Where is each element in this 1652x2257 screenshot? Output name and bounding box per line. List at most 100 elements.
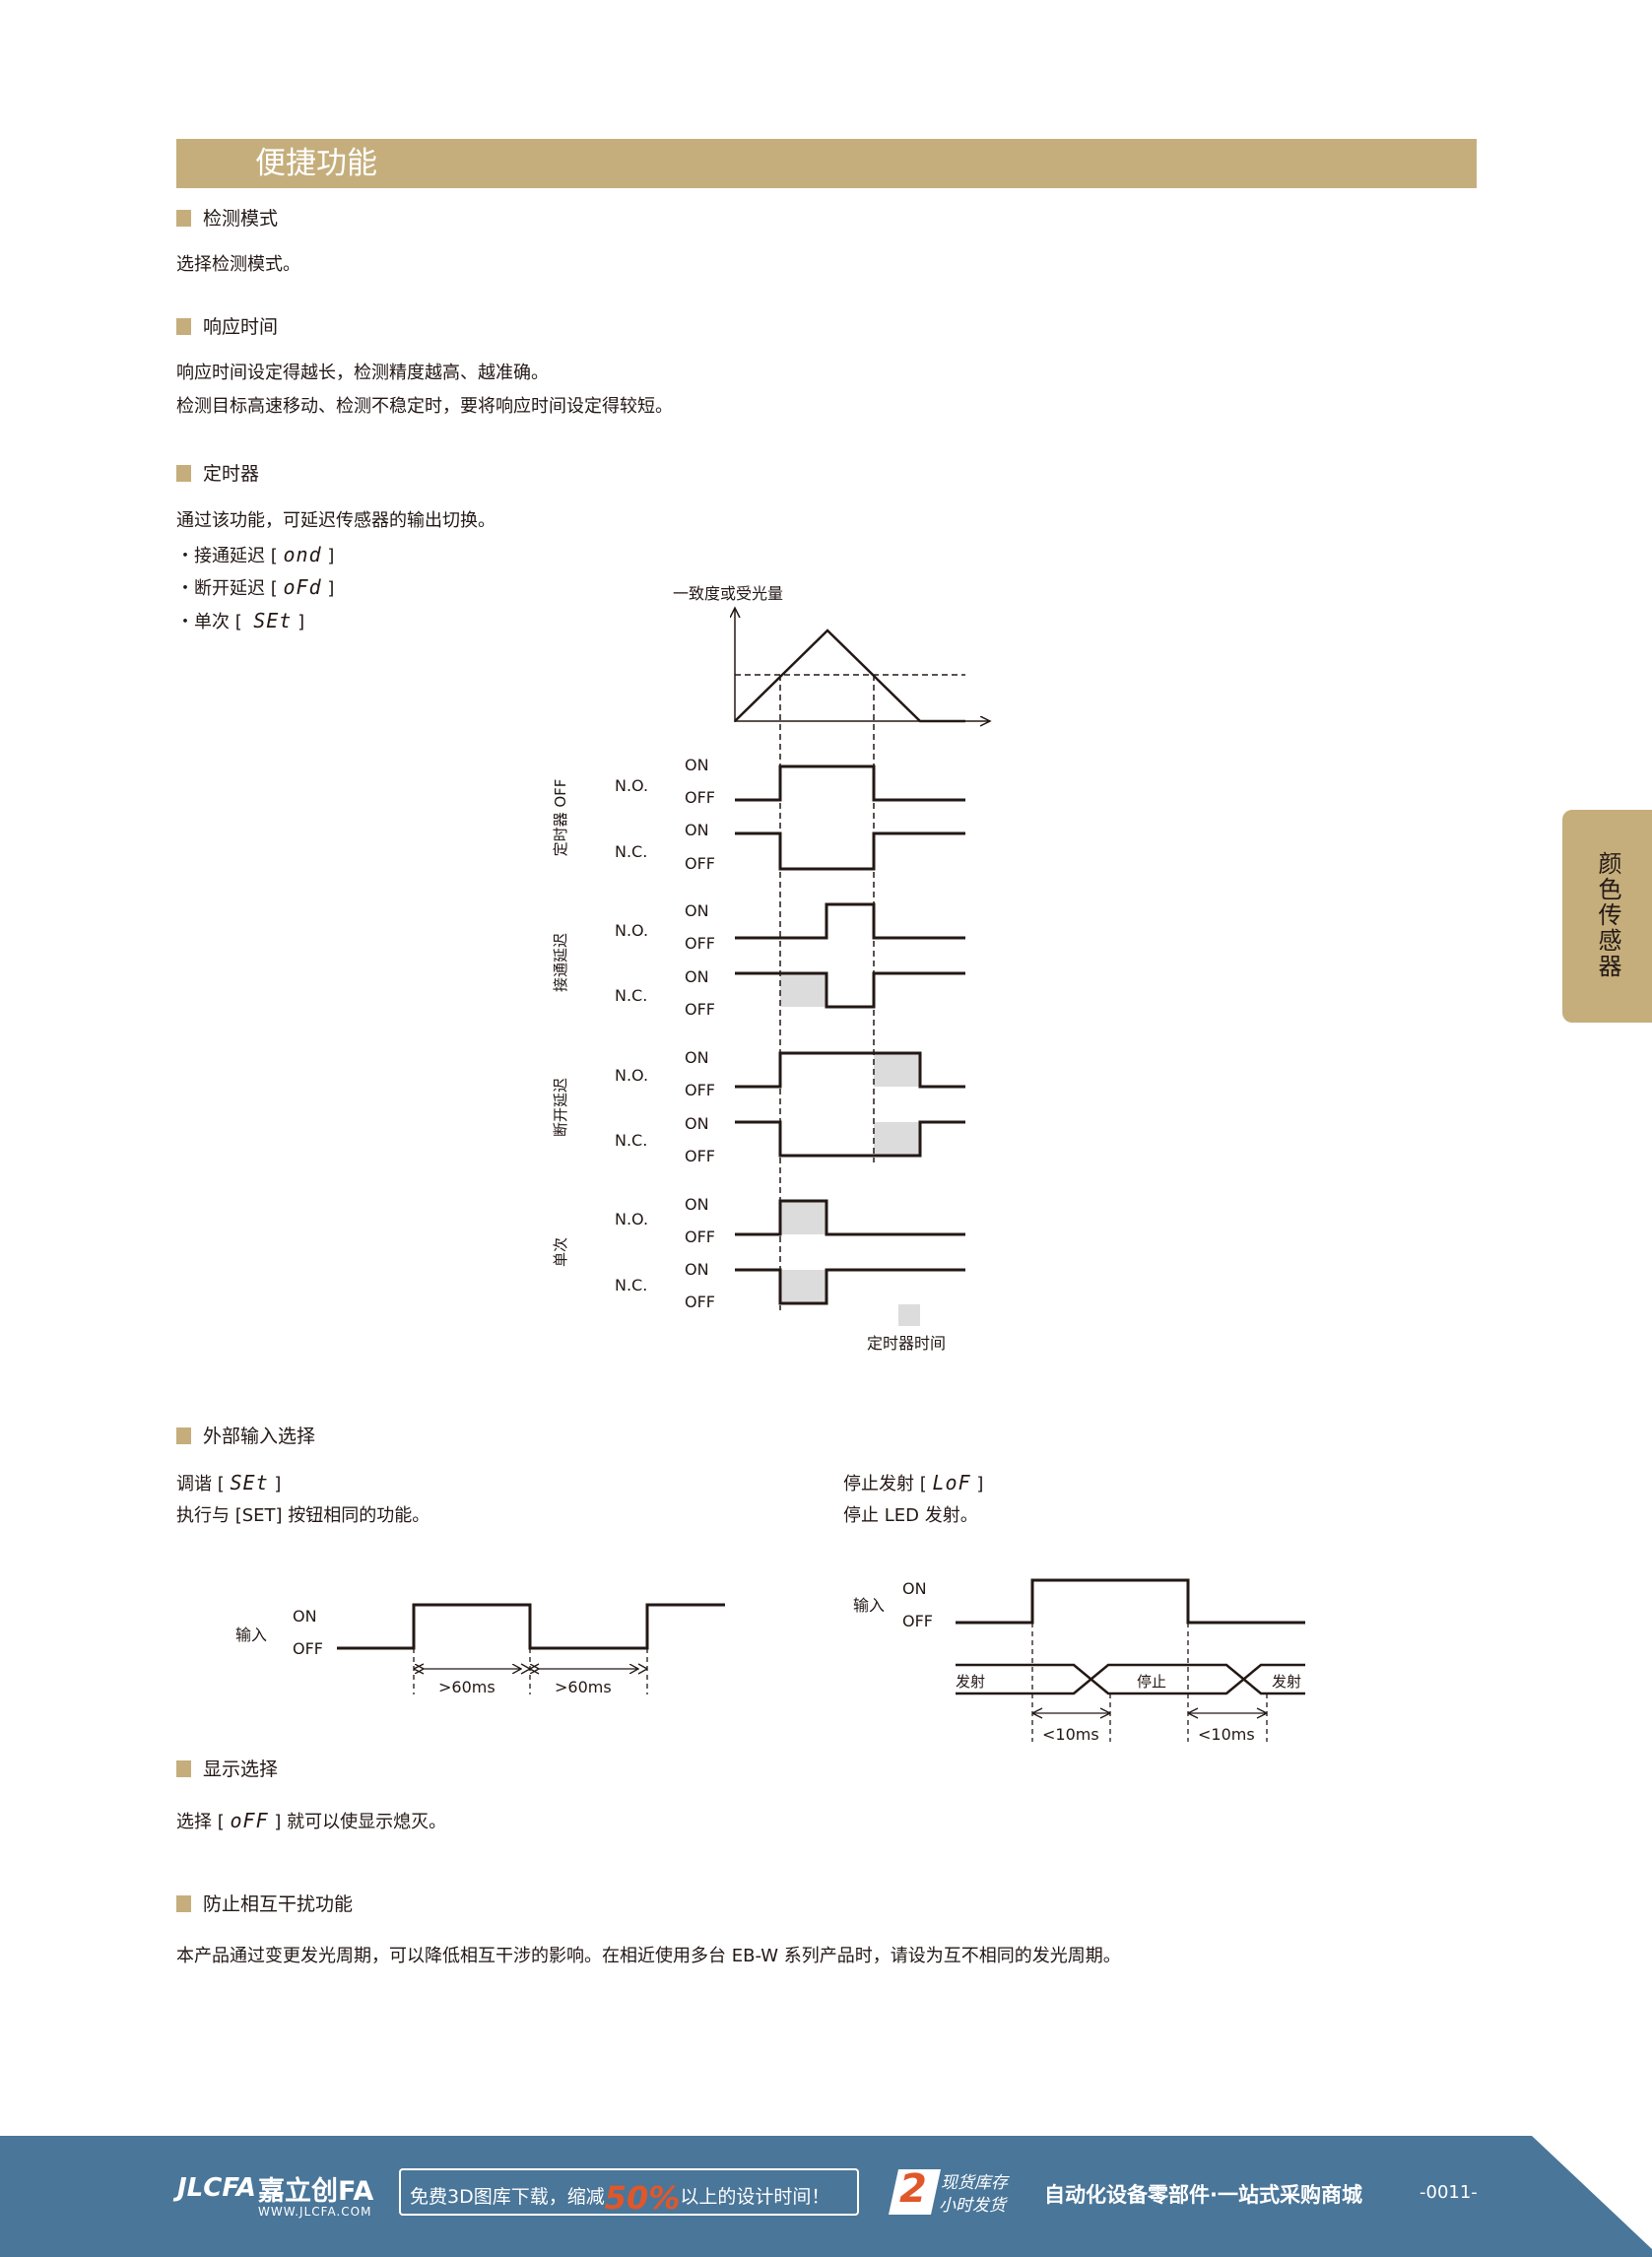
on-label: ON xyxy=(293,1607,317,1626)
svg-text:N.O.: N.O. xyxy=(615,776,648,795)
legend-timer-time: 定时器时间 xyxy=(867,1334,946,1353)
footer-url[interactable]: WWW.JLCFA.COM xyxy=(258,2205,372,2219)
svg-text:N.O.: N.O. xyxy=(615,921,648,940)
banner-title: 便捷功能 xyxy=(255,146,377,181)
svg-text:ON: ON xyxy=(685,901,709,920)
svg-text:ON: ON xyxy=(685,1114,709,1133)
svg-text:N.O.: N.O. xyxy=(615,1066,648,1085)
footer-slogan: 自动化设备零部件·一站式采购商城 xyxy=(1044,2183,1362,2207)
section-banner: 便捷功能 xyxy=(176,139,1477,188)
input-waveform xyxy=(337,1603,725,1650)
svg-text:ON: ON xyxy=(685,1260,709,1279)
svg-text:ON: ON xyxy=(685,1048,709,1067)
input-waveform xyxy=(956,1578,1305,1625)
group-label-timer-off: 定时器 OFF xyxy=(552,779,569,857)
svg-text:ON: ON xyxy=(685,821,709,839)
emit-label: 发射 xyxy=(1272,1673,1301,1691)
input-label: 输入 xyxy=(853,1596,885,1615)
heading-marker xyxy=(176,1895,191,1912)
heading-response-time: 响应时间 xyxy=(176,314,278,340)
page-number: -0011- xyxy=(1420,2182,1478,2203)
svg-text:OFF: OFF xyxy=(685,934,715,953)
stock-line-1: 现货库存 xyxy=(941,2173,1008,2193)
svg-text:OFF: OFF xyxy=(685,1000,715,1019)
timer-shading xyxy=(780,973,920,1326)
detect-mode-text: 选择检测模式。 xyxy=(176,254,300,275)
heading-display-select: 显示选择 xyxy=(176,1757,278,1782)
response-line-2: 检测目标高速移动、检测不稳定时，要将响应时间设定得较短。 xyxy=(176,396,673,417)
stop-emit-desc: 停止 LED 发射。 xyxy=(843,1505,978,1526)
timer-item-one-shot: ・单次 [ SEt ] xyxy=(176,609,305,632)
svg-text:OFF: OFF xyxy=(685,1147,715,1165)
heading-text: 显示选择 xyxy=(203,1759,279,1780)
heading-text: 检测模式 xyxy=(203,208,279,230)
group-label-on-delay: 接通延迟 xyxy=(552,933,569,992)
footer-bar: JLCFA 嘉立创FA WWW.JLCFA.COM 免费3D图库下载，缩减50%… xyxy=(0,2136,1652,2257)
interval-label: <10ms xyxy=(1042,1725,1099,1744)
stop-label: 停止 xyxy=(1137,1673,1166,1691)
anti-interference-text: 本产品通过变更发光周期，可以降低相互干涉的影响。在相近使用多台 EB-W 系列产… xyxy=(176,1946,1121,1966)
heading-text: 响应时间 xyxy=(203,316,279,338)
heading-anti-interference: 防止相互干扰功能 xyxy=(176,1892,353,1917)
footer-background xyxy=(0,2136,1652,2257)
svg-text:ON: ON xyxy=(685,1195,709,1214)
svg-text:OFF: OFF xyxy=(685,1081,715,1099)
svg-text:OFF: OFF xyxy=(685,854,715,873)
side-tab-label: 颜色传感器 xyxy=(1594,851,1621,979)
chart-y-label: 一致度或受光量 xyxy=(673,584,783,603)
heading-detect-mode: 检测模式 xyxy=(176,206,278,232)
timer-timing-diagram: 一致度或受光量 定时器 OFF 接通延迟 断开延迟 单次 N.O. N.C. N… xyxy=(552,584,1005,1353)
heading-marker xyxy=(176,1760,191,1777)
off-label: OFF xyxy=(293,1639,323,1658)
promo-text: 免费3D图库下载，缩减50%以上的设计时间！ xyxy=(410,2179,830,2217)
timer-intro: 通过该功能，可延迟传感器的输出切换。 xyxy=(176,510,496,531)
heading-text: 外部输入选择 xyxy=(203,1426,316,1447)
footer-logo[interactable]: JLCFA xyxy=(177,2173,256,2203)
svg-text:N.C.: N.C. xyxy=(615,1131,647,1150)
group-label-off-delay: 断开延迟 xyxy=(552,1078,569,1137)
heading-text: 定时器 xyxy=(203,463,260,485)
svg-text:N.O.: N.O. xyxy=(615,1210,648,1228)
heading-external-input: 外部输入选择 xyxy=(176,1424,315,1449)
waveforms xyxy=(735,764,965,1305)
on-label: ON xyxy=(902,1579,927,1598)
heading-text: 防止相互干扰功能 xyxy=(203,1893,354,1915)
display-select-text: 选择 [ oFF ] 就可以使显示熄灭。 xyxy=(176,1809,447,1832)
tuning-label: 调谐 [ SEt ] xyxy=(176,1471,282,1494)
stock-number: 2 xyxy=(899,2166,927,2212)
svg-text:ON: ON xyxy=(685,967,709,986)
svg-text:OFF: OFF xyxy=(685,1228,715,1246)
group-label-one-shot: 单次 xyxy=(552,1237,569,1267)
state-labels: ON OFF ON OFF ON OFF ON OFF ON OFF ON OF… xyxy=(685,756,715,1311)
timer-item-on-delay: ・接通延迟 [ ond ] xyxy=(176,543,335,566)
interval-label: <10ms xyxy=(1198,1725,1255,1744)
tuning-timing-diagram: 输入 ON OFF >60ms >60ms xyxy=(235,1603,725,1696)
svg-text:N.C.: N.C. xyxy=(615,986,647,1005)
timer-item-off-delay: ・断开延迟 [ oFd ] xyxy=(176,575,335,599)
heading-marker xyxy=(176,318,191,335)
emission-band xyxy=(956,1663,1305,1695)
svg-text:OFF: OFF xyxy=(685,1293,715,1311)
heading-marker xyxy=(176,465,191,482)
footer-brand[interactable]: 嘉立创FA xyxy=(258,2176,374,2207)
svg-text:OFF: OFF xyxy=(685,788,715,807)
heading-marker xyxy=(176,210,191,227)
response-line-1: 响应时间设定得越长，检测精度越高、越准确。 xyxy=(176,363,549,383)
output-type-labels: N.O. N.C. N.O. N.C. N.O. N.C. N.O. N.C. xyxy=(615,776,648,1294)
tuning-desc: 执行与 [SET] 按钮相同的功能。 xyxy=(176,1505,430,1526)
heading-marker xyxy=(176,1427,191,1444)
side-category-tab[interactable]: 颜色传感器 xyxy=(1562,810,1652,1023)
svg-text:N.C.: N.C. xyxy=(615,842,647,861)
stock-line-2: 小时发货 xyxy=(939,2196,1006,2216)
interval-label: >60ms xyxy=(555,1678,612,1696)
heading-timer: 定时器 xyxy=(176,461,259,487)
emit-label: 发射 xyxy=(956,1673,985,1691)
off-label: OFF xyxy=(902,1612,933,1630)
svg-text:ON: ON xyxy=(685,756,709,774)
svg-text:N.C.: N.C. xyxy=(615,1276,647,1294)
input-label: 输入 xyxy=(235,1626,267,1644)
stop-emit-timing-diagram: 输入 ON OFF 发射 停止 发射 <10ms <10ms xyxy=(853,1578,1305,1744)
interval-label: >60ms xyxy=(438,1678,496,1696)
signal-curve xyxy=(734,629,965,723)
stop-emit-label: 停止发射 [ LoF ] xyxy=(843,1471,984,1494)
